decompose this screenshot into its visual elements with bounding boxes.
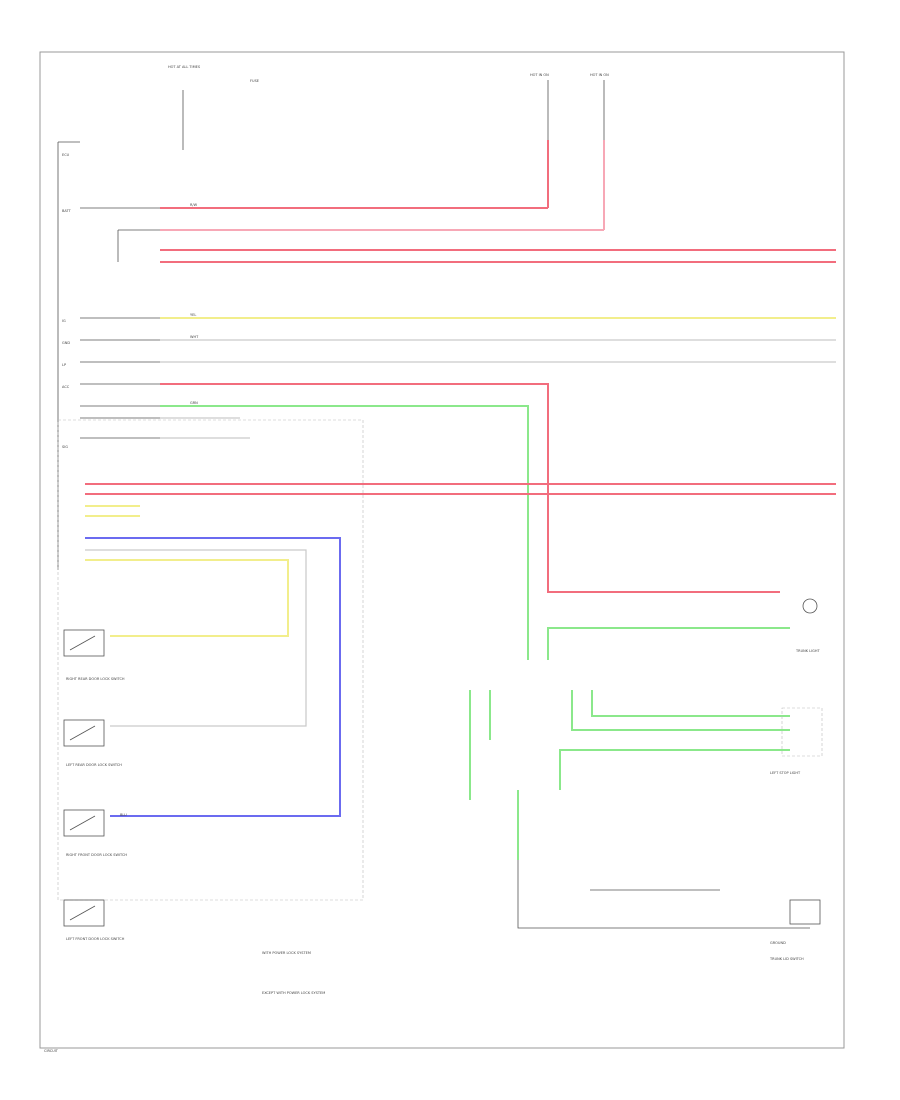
pin-label-2: IG: [62, 319, 66, 323]
wire-tag-1: R/W: [190, 203, 198, 207]
wire-yellow-2: [85, 559, 289, 637]
right-label-3: TRUNK LID SWITCH: [769, 957, 804, 961]
door-switches: RIGHT REAR DOOR LOCK SWITCH LEFT REAR DO…: [63, 629, 127, 941]
right-label-1: TRUNK LIGHT: [795, 649, 820, 653]
wire-green-2: [547, 627, 790, 660]
wire-tag-2: YEL: [190, 313, 196, 317]
wire-green-3: [591, 690, 790, 717]
corner-label: CIRCUIT: [44, 1049, 59, 1053]
trunk-light-symbol: [802, 598, 818, 614]
switch-label-2: LEFT REAR DOOR LOCK SWITCH: [66, 763, 122, 767]
wire-red-trunk: [160, 383, 780, 593]
wire-tag-4: GRN: [190, 401, 198, 405]
switch-label-3: RIGHT FRONT DOOR LOCK SWITCH: [66, 853, 127, 857]
top-label-2: FUSE: [250, 79, 259, 83]
wire-tag-5: BLU: [120, 813, 127, 817]
switch-label-4: LEFT FRONT DOOR LOCK SWITCH: [66, 937, 125, 941]
top-label-4: HOT IN ON: [590, 73, 609, 77]
pin-label-4: LP: [62, 363, 66, 367]
note-2: EXCEPT WITH POWER LOCK SYSTEM: [262, 991, 325, 995]
pin-label-1: BATT: [62, 209, 72, 213]
switch-4: LEFT FRONT DOOR LOCK SWITCH: [63, 899, 125, 941]
switch-1: RIGHT REAR DOOR LOCK SWITCH: [63, 629, 125, 681]
pin-label-3: GND: [62, 341, 70, 345]
wire-green-5: [559, 749, 790, 790]
ground-label: GROUND: [770, 941, 786, 945]
switch-label-1: RIGHT REAR DOOR LOCK SWITCH: [66, 677, 125, 681]
diagram-frame: [39, 51, 845, 1049]
right-label-2: LEFT STOP LIGHT: [770, 771, 801, 775]
wire-green-1: [160, 405, 529, 660]
wire-white-3: [85, 549, 307, 727]
top-label-1: HOT AT ALL TIMES: [168, 65, 201, 69]
switch-3: RIGHT FRONT DOOR LOCK SWITCH: [63, 809, 127, 857]
pin-label-5: ACC: [62, 385, 70, 389]
right-components: TRUNK LIGHT LEFT STOP LIGHT TRUNK LID SW…: [469, 598, 823, 961]
wire-green-4: [571, 690, 790, 731]
left-module: ECU BATT IG GND LP ACC SIG: [57, 141, 364, 901]
note-1: WITH POWER LOCK SYSTEM: [262, 951, 311, 955]
pin-label-6: SIG: [62, 445, 68, 449]
notes: WITH POWER LOCK SYSTEM EXCEPT WITH POWER…: [262, 951, 325, 995]
top-fuse-feed: HOT AT ALL TIMES FUSE: [168, 65, 259, 150]
pin-label-0: ECU: [62, 153, 70, 157]
wire-blue-1: [85, 537, 341, 817]
top-label-3: HOT IN ON: [530, 73, 549, 77]
top-right-feeds: HOT IN ON HOT IN ON: [530, 73, 609, 230]
wire-buses: [80, 207, 836, 817]
switch-2: LEFT REAR DOOR LOCK SWITCH: [63, 719, 122, 767]
wire-code-tags: R/W YEL WHT GRN BLU: [120, 203, 199, 817]
wire-tag-3: WHT: [190, 335, 199, 339]
